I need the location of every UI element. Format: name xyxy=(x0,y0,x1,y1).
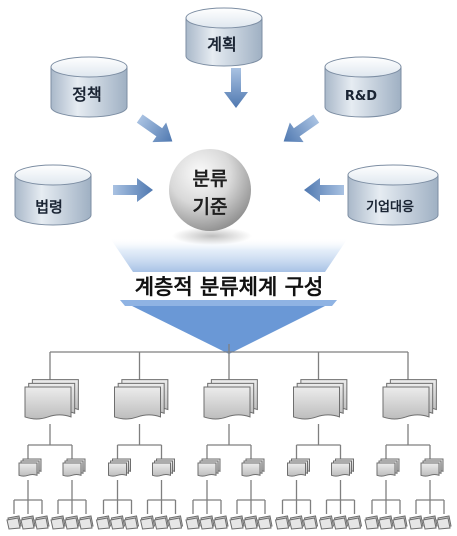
center-label-line2: 기준 xyxy=(193,196,228,218)
leaf-node-3-2-1 xyxy=(229,515,245,530)
leaf-node-5-1-1 xyxy=(364,515,380,530)
leaf-node-2-2-2 xyxy=(153,515,170,530)
classification-criteria-sphere: 분류 기준 xyxy=(169,149,252,245)
source-rnd: R&D xyxy=(324,56,402,118)
category-node-2 xyxy=(114,379,169,420)
subcategory-node-2-2 xyxy=(152,458,175,477)
category-node-4 xyxy=(293,379,348,420)
leaf-node-2-2-3 xyxy=(167,515,184,530)
source-policy: 정책 xyxy=(50,56,128,118)
leaf-node-4-1-1 xyxy=(274,515,291,530)
leaf-node-1-2-3 xyxy=(78,515,94,530)
leaf-node-2-2-1 xyxy=(139,515,156,530)
leaf-node-2-1-1 xyxy=(95,515,112,530)
leaf-node-3-1-2 xyxy=(199,515,215,530)
leaf-node-1-2-1 xyxy=(50,515,66,530)
source-label-policy: 정책 xyxy=(72,85,101,104)
leaf-node-5-2-1 xyxy=(408,515,424,530)
source-label-corp: 기업대응 xyxy=(366,200,414,215)
source-corp: 기업대응 xyxy=(347,164,439,226)
subcategory-node-3-2 xyxy=(241,458,265,477)
subcategory-node-1-2 xyxy=(62,458,86,477)
arrow-from-law xyxy=(113,178,153,202)
source-label-law: 법령 xyxy=(35,198,63,216)
leaf-node-3-2-3 xyxy=(257,515,273,530)
leaf-node-4-2-1 xyxy=(318,515,335,530)
source-plan: 계획 xyxy=(185,7,263,67)
leaf-node-1-1-2 xyxy=(20,515,36,530)
arrow-from-plan xyxy=(224,68,248,108)
subcategory-node-5-2 xyxy=(420,458,444,477)
leaf-node-4-1-3 xyxy=(302,515,319,530)
leaf-node-2-1-2 xyxy=(109,515,126,530)
leaf-node-3-2-2 xyxy=(243,515,259,530)
leaf-node-4-2-3 xyxy=(346,515,363,530)
leaf-node-5-2-3 xyxy=(436,515,452,530)
category-node-1 xyxy=(24,379,79,420)
leaf-node-1-2-2 xyxy=(64,515,80,530)
arrow-from-corp xyxy=(304,178,344,202)
banner-title: 계층적 분류체계 구성 xyxy=(135,275,324,299)
subcategory-node-3-1 xyxy=(197,458,221,477)
leaf-node-4-1-2 xyxy=(288,515,305,530)
category-node-3 xyxy=(203,379,258,420)
subcategory-node-4-2 xyxy=(331,458,354,477)
center-label-line1: 분류 xyxy=(193,168,228,190)
funnel xyxy=(110,238,348,354)
subcategory-node-5-1 xyxy=(376,458,400,477)
leaf-node-1-1-3 xyxy=(34,515,50,530)
source-label-rnd: R&D xyxy=(345,89,377,104)
leaf-node-3-1-1 xyxy=(185,515,201,530)
arrow-from-policy xyxy=(132,108,180,152)
hierarchy-tree xyxy=(6,344,452,530)
category-node-5 xyxy=(382,379,437,420)
leaf-node-5-1-3 xyxy=(392,515,408,530)
subcategory-node-2-1 xyxy=(108,458,131,477)
source-law: 법령 xyxy=(14,164,92,226)
leaf-node-5-2-2 xyxy=(422,515,438,530)
leaf-node-2-1-3 xyxy=(123,515,140,530)
leaf-node-3-1-3 xyxy=(213,515,229,530)
subcategory-node-4-1 xyxy=(287,458,310,477)
leaf-node-5-1-2 xyxy=(378,515,394,530)
leaf-node-1-1-1 xyxy=(6,515,22,530)
leaf-node-4-2-2 xyxy=(332,515,349,530)
source-label-plan: 계획 xyxy=(207,35,236,54)
subcategory-node-1-1 xyxy=(18,458,42,477)
arrow-from-rnd xyxy=(276,108,324,152)
